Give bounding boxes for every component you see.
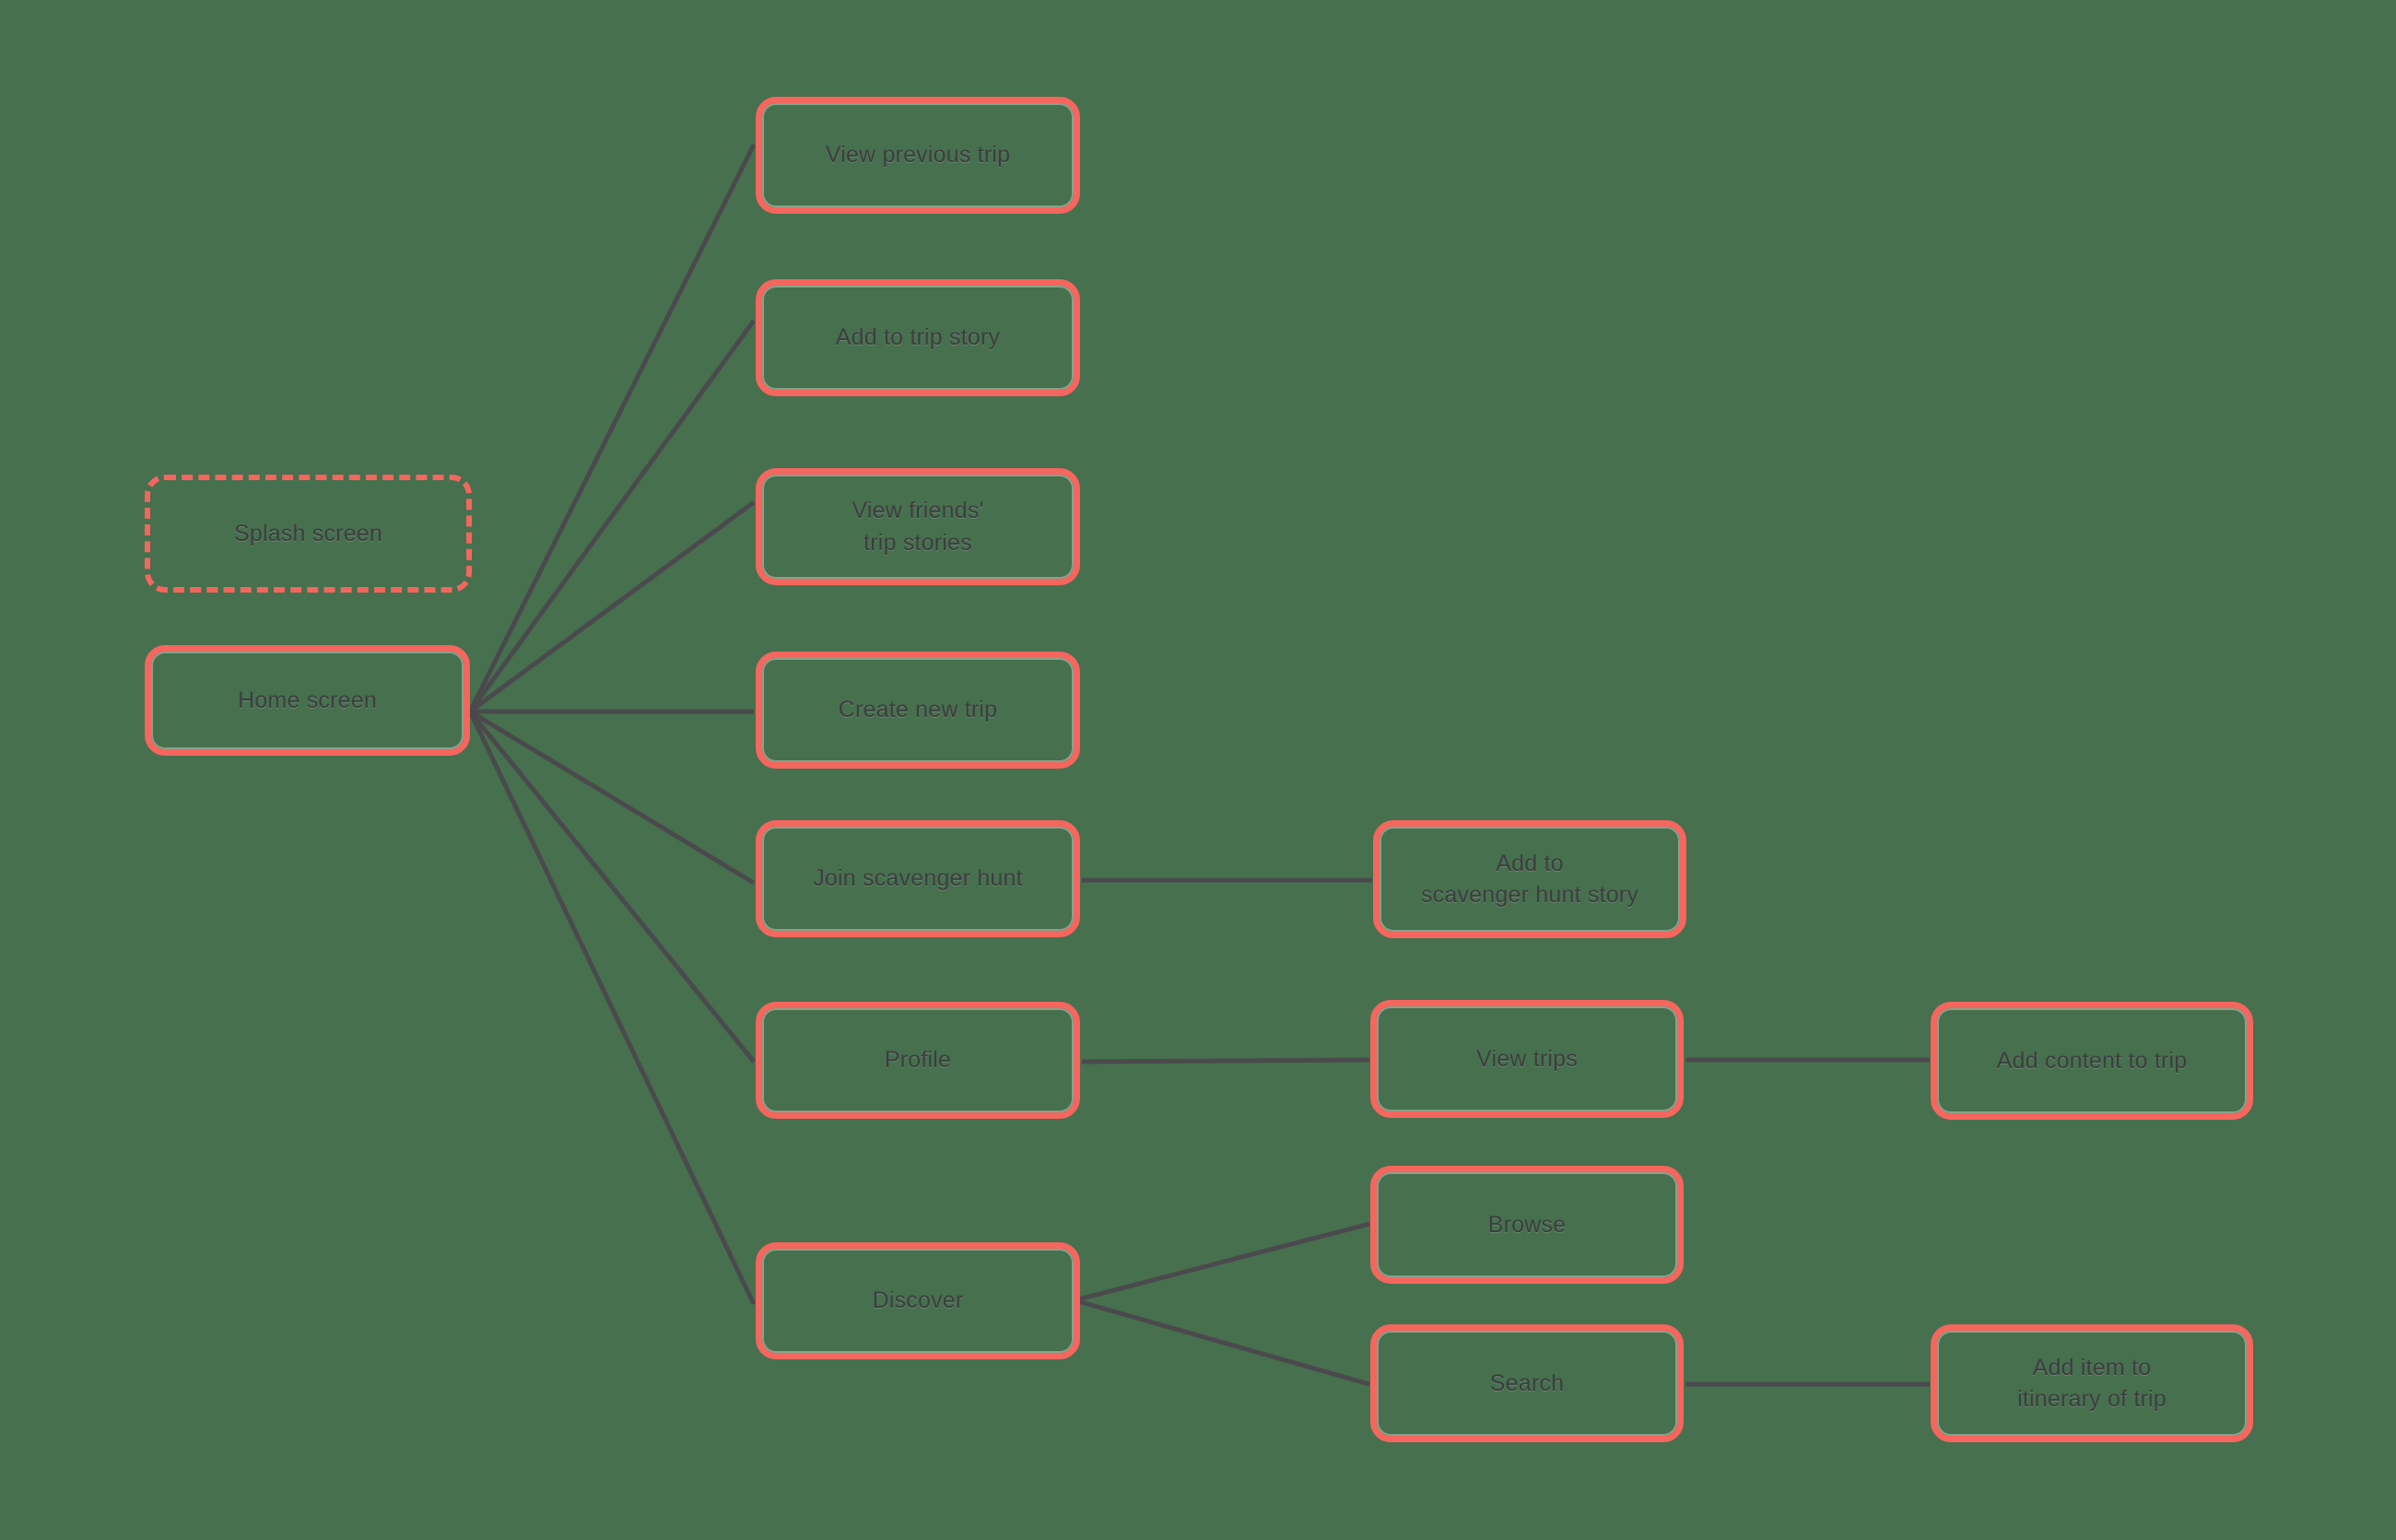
edge-profile-view-trips: [1081, 1057, 1370, 1064]
node-search[interactable]: Search: [1370, 1324, 1684, 1442]
edge-home-friends-stories: [468, 500, 756, 714]
edge-home-view-previous: [467, 143, 757, 713]
node-label-splash: Splash screen: [233, 520, 383, 547]
node-home[interactable]: Home screen: [145, 645, 470, 756]
node-label-view-previous: View previous trip: [825, 142, 1011, 169]
node-label-add-item: Add item to itinerary of trip: [2017, 1354, 2167, 1413]
edge-discover-browse: [1077, 1221, 1370, 1302]
edge-home-profile: [468, 710, 756, 1064]
node-label-add-content: Add content to trip: [1996, 1047, 2188, 1074]
node-label-discover: Discover: [872, 1287, 964, 1314]
node-add-hunt-story[interactable]: Add to scavenger hunt story: [1373, 820, 1686, 938]
node-label-create-trip: Create new trip: [838, 697, 998, 723]
node-add-content[interactable]: Add content to trip: [1931, 1002, 2253, 1120]
node-label-browse: Browse: [1487, 1211, 1567, 1238]
node-view-previous[interactable]: View previous trip: [756, 97, 1080, 214]
node-label-add-trip-story: Add to trip story: [835, 324, 1001, 351]
node-discover[interactable]: Discover: [756, 1242, 1080, 1359]
edge-home-scavenger-hunt: [468, 709, 756, 886]
node-create-trip[interactable]: Create new trip: [756, 652, 1080, 769]
node-label-search: Search: [1489, 1370, 1565, 1396]
edge-home-add-trip-story: [467, 319, 757, 713]
node-add-trip-story[interactable]: Add to trip story: [756, 279, 1080, 396]
node-scavenger-hunt[interactable]: Join scavenger hunt: [756, 820, 1080, 937]
node-label-profile: Profile: [884, 1047, 952, 1074]
node-browse[interactable]: Browse: [1370, 1166, 1684, 1284]
edge-discover-search: [1077, 1299, 1370, 1387]
node-view-trips[interactable]: View trips: [1370, 1000, 1684, 1118]
edge-home-discover: [467, 710, 757, 1306]
node-splash[interactable]: Splash screen: [145, 475, 472, 593]
node-label-home: Home screen: [238, 687, 377, 713]
node-label-scavenger-hunt: Join scavenger hunt: [813, 865, 1023, 892]
node-label-view-trips: View trips: [1476, 1045, 1578, 1072]
node-add-item[interactable]: Add item to itinerary of trip: [1931, 1324, 2253, 1442]
node-profile[interactable]: Profile: [756, 1002, 1080, 1119]
node-label-add-hunt-story: Add to scavenger hunt story: [1420, 850, 1639, 909]
node-friends-stories[interactable]: View friends' trip stories: [756, 468, 1080, 585]
node-label-friends-stories: View friends' trip stories: [852, 498, 984, 556]
